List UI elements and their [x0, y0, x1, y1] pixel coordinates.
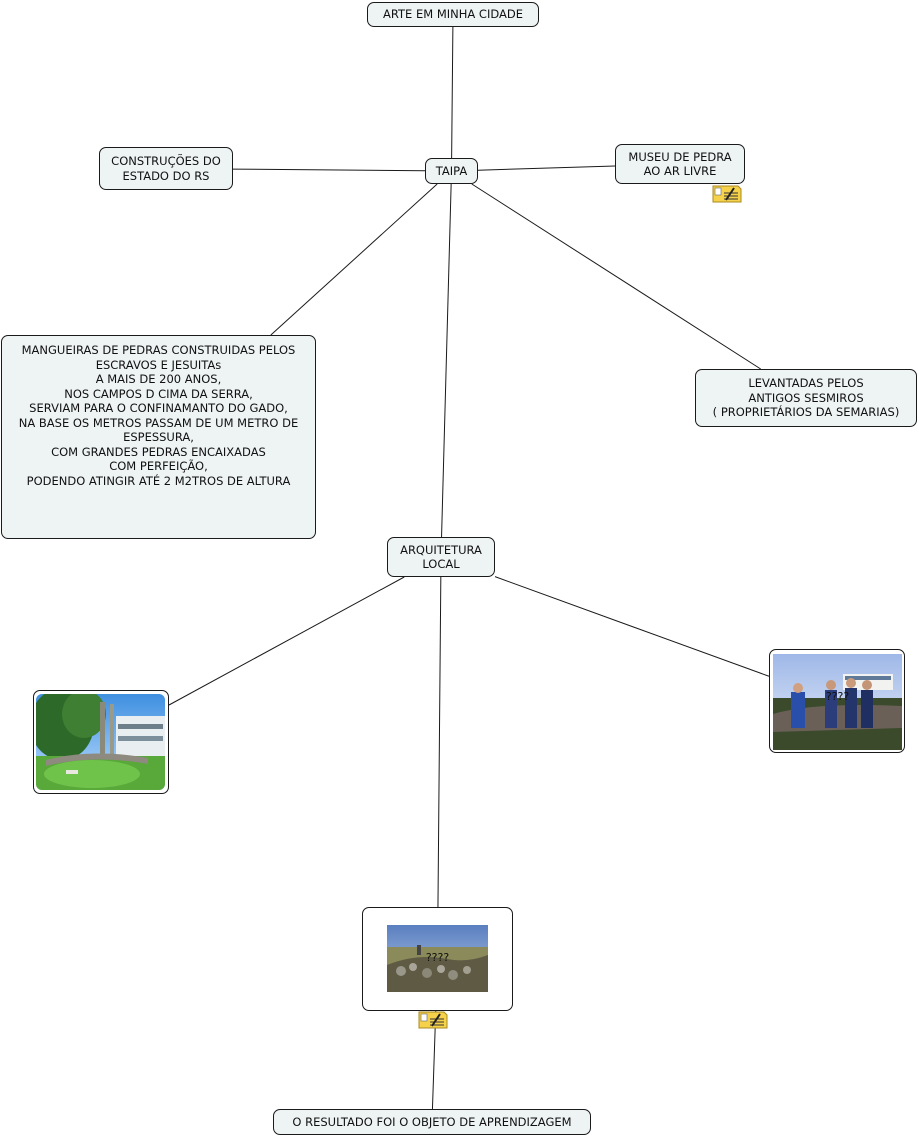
concept-label: O RESULTADO FOI O OBJETO DE APRENDIZAGEM	[292, 1114, 572, 1129]
image-node-people-at-wall[interactable]: ????	[769, 649, 905, 753]
concept-label: ARQUITETURA LOCAL	[400, 542, 482, 572]
image-node-stone-wall[interactable]: ????	[362, 907, 513, 1011]
garden-photo	[36, 694, 165, 790]
link-taipa-arquitetura	[441, 183, 452, 538]
note-pencil-icon[interactable]	[712, 185, 742, 203]
stone-wall-photo: ????	[387, 925, 488, 992]
link-taipa-levantadas	[471, 183, 761, 370]
link-arquitetura-img_garden	[168, 576, 405, 706]
concept-label: LEVANTADAS PELOS ANTIGOS SESMIROS ( PROP…	[712, 376, 900, 420]
concept-arquitetura-local[interactable]: ARQUITETURA LOCAL	[387, 537, 495, 577]
link-arte-taipa	[451, 26, 454, 159]
link-taipa-mangueiras	[270, 183, 438, 336]
people-photo: ????	[773, 654, 902, 750]
note-pencil-icon[interactable]	[418, 1011, 448, 1029]
link-taipa-museu	[477, 165, 616, 171]
concept-label: MUSEU DE PEDRA AO AR LIVRE	[628, 149, 732, 179]
concept-arte-em-minha-cidade[interactable]: ARTE EM MINHA CIDADE	[367, 2, 539, 27]
concept-resultado-objeto-de-aprendizagem[interactable]: O RESULTADO FOI O OBJETO DE APRENDIZAGEM	[273, 1109, 591, 1135]
concept-museu-de-pedra[interactable]: MUSEU DE PEDRA AO AR LIVRE	[615, 144, 745, 184]
link-arquitetura-img_wall	[437, 576, 442, 908]
concept-taipa[interactable]: TAIPA	[425, 158, 478, 184]
photo-caption: ????	[425, 950, 450, 964]
concept-label: CONSTRUÇÕES DO ESTADO DO RS	[111, 154, 221, 183]
link-taipa-construcoes	[232, 168, 426, 172]
concept-construcoes-do-estado[interactable]: CONSTRUÇÕES DO ESTADO DO RS	[99, 147, 233, 190]
image-node-garden[interactable]	[33, 690, 169, 794]
link-arquitetura-img_people	[494, 576, 770, 677]
concept-label: ARTE EM MINHA CIDADE	[383, 7, 523, 22]
concept-label: MANGUEIRAS DE PEDRAS CONSTRUIDAS PELOS E…	[18, 343, 299, 488]
concept-mangueiras-de-pedras[interactable]: MANGUEIRAS DE PEDRAS CONSTRUIDAS PELOS E…	[1, 335, 316, 539]
photo-caption: ????	[825, 690, 850, 703]
concept-levantadas-pelos-sesmiros[interactable]: LEVANTADAS PELOS ANTIGOS SESMIROS ( PROP…	[695, 369, 917, 427]
concept-label: TAIPA	[435, 163, 468, 178]
